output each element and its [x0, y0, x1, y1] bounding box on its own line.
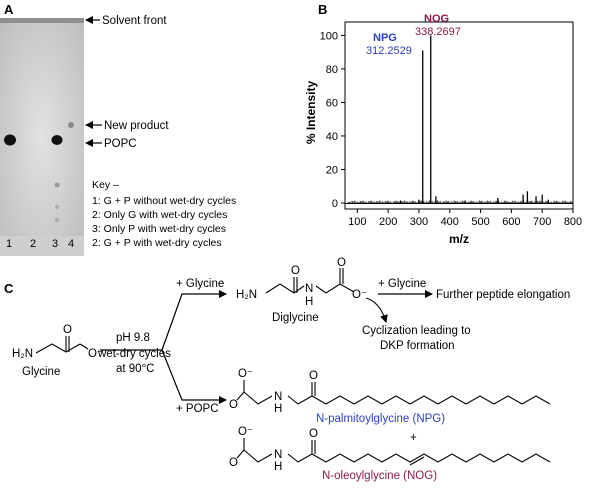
- nog-o: O: [309, 428, 318, 440]
- diglycine-o2: O: [337, 257, 346, 269]
- lane-3-label: 3: [52, 238, 58, 250]
- y-tick-label: 100: [320, 30, 338, 42]
- condition-wetdry: wet-dry cycles: [97, 348, 171, 360]
- npg-o-lower: O: [229, 399, 238, 411]
- y-axis-title: % Intensity: [304, 81, 318, 145]
- spot-lane3-faint-3: [55, 218, 59, 222]
- panel-a-label: A: [4, 2, 14, 17]
- nog-o-lower: O: [229, 457, 238, 469]
- noise-trace: [347, 200, 573, 203]
- y-tick-label: 60: [326, 97, 338, 109]
- x-tick-label: 400: [441, 216, 459, 228]
- panel-b-label: B: [318, 2, 327, 17]
- x-tick-label: 800: [564, 216, 582, 228]
- lane-2-label: 2: [30, 238, 36, 250]
- nog-structure: [236, 438, 551, 466]
- plus-popc-label: + POPC: [176, 403, 219, 415]
- glycine-name: Glycine: [22, 366, 60, 378]
- cyclization-text-2: DKP formation: [380, 340, 455, 352]
- x-tick-label: 600: [502, 216, 520, 228]
- panel-c-label: C: [4, 281, 14, 296]
- plus-sign: +: [410, 432, 417, 444]
- x-axis-title: m/z: [449, 232, 469, 246]
- diglycine-ominus: O⁻: [352, 289, 367, 301]
- nog-name: N-oleoylglycine (NOG): [322, 470, 437, 482]
- peak-npg-name: NPG: [373, 32, 397, 44]
- x-tick-label: 200: [379, 216, 397, 228]
- spot-lane3-popc: [51, 135, 63, 145]
- glycine-h2n: H₂N: [12, 348, 33, 360]
- nog-h: H: [274, 461, 282, 473]
- key-item-3: 3: Only P with wet-dry cycles: [92, 223, 226, 235]
- y-tick-label: 40: [326, 131, 338, 143]
- npg-structure: [236, 380, 551, 405]
- cyclization-text-1: Cyclization leading to: [362, 325, 471, 337]
- lane-1-label: 1: [6, 238, 12, 250]
- new-product-label: New product: [104, 120, 169, 132]
- glycine-ominus: O⁻: [88, 348, 103, 360]
- tlc-plate: 1 2 3 4: [0, 18, 84, 256]
- peak-nog-mz: 338.2697: [415, 26, 461, 38]
- branch-up: [161, 290, 227, 351]
- further-elongation: Further peptide elongation: [436, 289, 570, 301]
- glycine-o: O: [63, 324, 72, 336]
- glycine-structure: [35, 336, 89, 354]
- panel-a: A 1 2 3 4 Solvent front New product POPC…: [0, 2, 236, 256]
- diglycine-h2n: H₂N: [236, 289, 257, 301]
- branch-down: [161, 349, 227, 404]
- y-tick-label: 80: [326, 64, 338, 76]
- cyclization-arrow: [365, 297, 388, 323]
- plus-glycine-label-1: + Glycine: [176, 278, 224, 290]
- solvent-front-label: Solvent front: [102, 15, 167, 27]
- diglycine-structure: [265, 268, 355, 294]
- diglycine-n: N: [305, 283, 313, 295]
- spot-lane3-faint: [54, 182, 60, 188]
- peak-npg-mz: 312.2529: [366, 45, 412, 57]
- npg-ominus: O⁻: [238, 368, 253, 380]
- popc-label: POPC: [104, 138, 137, 150]
- peak-nog-name: NOG: [424, 13, 449, 25]
- panel-c: C H₂N O O⁻ Glycine pH 9.8 wet-dry cycles…: [4, 257, 570, 482]
- y-tick-label: 20: [326, 164, 338, 176]
- npg-h: H: [274, 403, 282, 415]
- spot-lane1-popc: [4, 134, 16, 146]
- plus-glycine-label-2: + Glycine: [378, 278, 426, 290]
- nog-ominus: O⁻: [238, 426, 253, 438]
- key-item-4: 2: G + P with wet-dry cycles: [92, 237, 222, 249]
- key-item-2: 2: Only G with wet-dry cycles: [92, 209, 227, 221]
- y-tick-label: 0: [332, 198, 338, 210]
- diglycine-h: H: [305, 296, 313, 308]
- chart-frame: [344, 21, 574, 210]
- diglycine-o1: O: [291, 265, 300, 277]
- x-tick-label: 500: [471, 216, 489, 228]
- npg-n: N: [274, 391, 282, 403]
- lane-4-label: 4: [68, 238, 74, 250]
- lane-key: Key – 1: G + P without wet-dry cycles 2:…: [92, 179, 236, 249]
- condition-ph: pH 9.8: [116, 332, 150, 344]
- key-item-1: 1: G + P without wet-dry cycles: [92, 195, 236, 207]
- mass-spectrum-chart: 100 200 300 400 500 600 700 800 0 20 40 60 80 100 m/z%…: [304, 21, 582, 246]
- spot-lane4-new-product: [68, 122, 74, 128]
- x-tick-label: 700: [533, 216, 551, 228]
- key-title: Key –: [92, 179, 119, 191]
- diglycine-name: Diglycine: [272, 312, 319, 324]
- npg-name: N-palmitoylglycine (NPG): [316, 413, 445, 425]
- condition-temp: at 90°C: [116, 363, 154, 375]
- npg-o: O: [309, 370, 318, 382]
- spot-lane3-faint-2: [55, 205, 59, 209]
- x-tick-label: 300: [410, 216, 428, 228]
- x-tick-label: 100: [348, 216, 366, 228]
- nog-n: N: [274, 449, 282, 461]
- panel-b: B 100 200 300 400 500 600 700 800 0 20 40 60 80 100 m/…: [304, 2, 582, 246]
